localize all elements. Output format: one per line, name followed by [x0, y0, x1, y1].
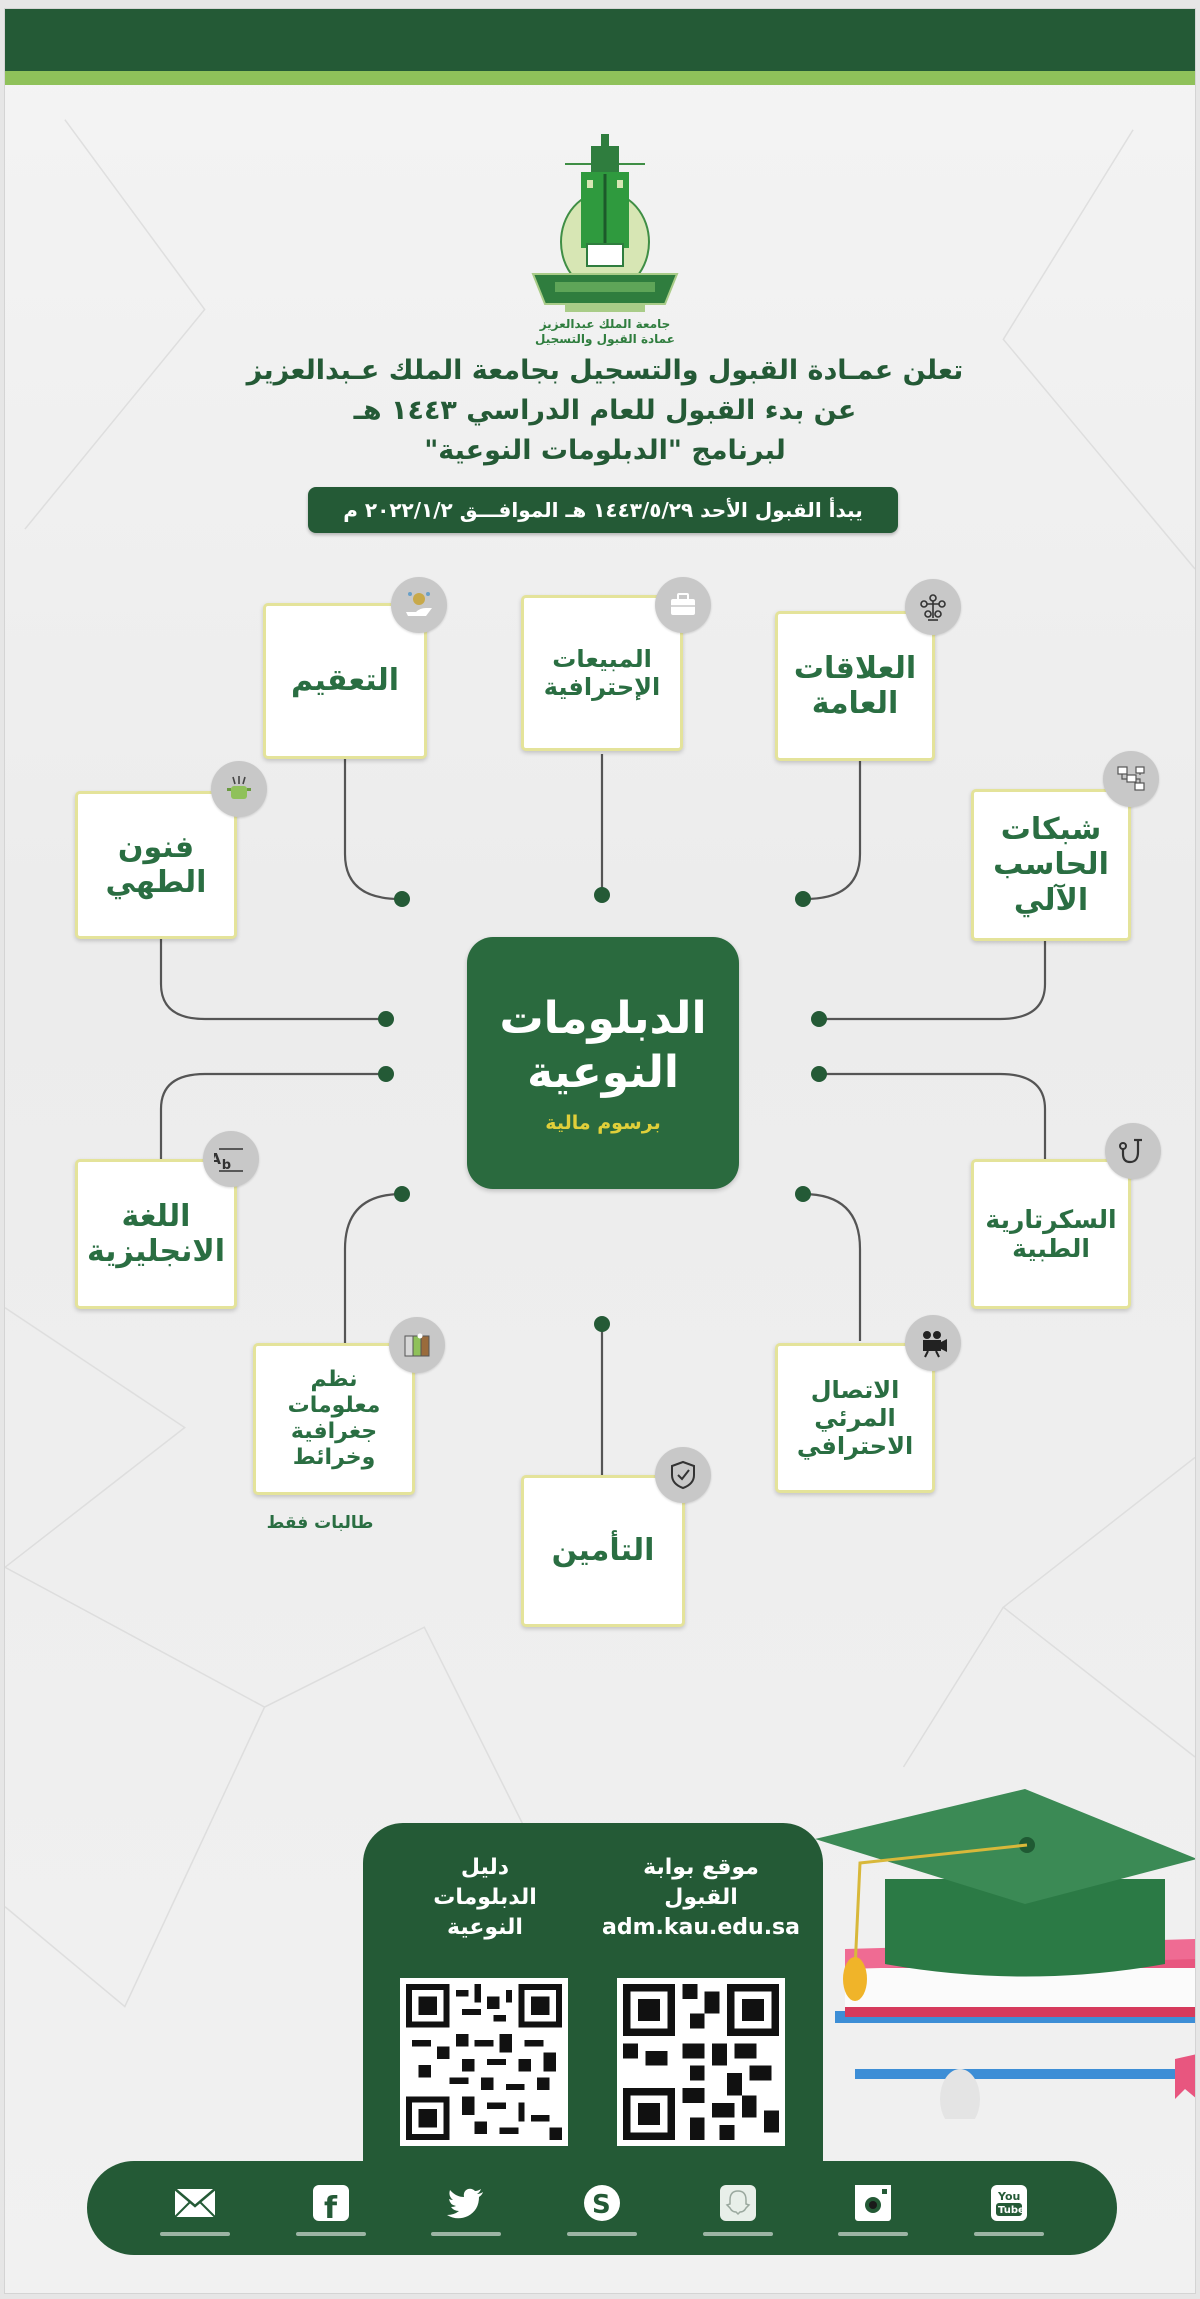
program-label: التأمين: [551, 1533, 655, 1569]
announcement-line1: تعلن عمـادة القبول والتسجيل بجامعة الملك…: [246, 355, 964, 386]
logo-caption-line2: عمادة القبول والتسجيل: [535, 332, 675, 346]
social-mail[interactable]: [140, 2180, 250, 2236]
sanitizing-hand-icon: [391, 577, 447, 633]
admission-portal-qr-block: موقع بوابة القبول adm.kau.edu.sa: [601, 1853, 801, 1943]
program-label: فنون الطهي: [105, 829, 207, 900]
program-label: السكرتارية الطبية: [985, 1204, 1117, 1264]
program-card-computer-networks[interactable]: شبكات الحاسب الآلي: [971, 789, 1131, 941]
social-twitter-caption: [431, 2232, 502, 2236]
facebook-icon: f: [312, 2185, 349, 2226]
girls-only-text: طالبات فقط: [266, 1513, 374, 1533]
admission-date-bar: يبدأ القبول الأحد ١٤٤٣/٥/٢٩ هـ الموافـــ…: [308, 487, 898, 533]
graduation-cap-books-illustration: [815, 1789, 1195, 2119]
cooking-pot-icon: [211, 761, 267, 817]
program-label: التعقيم: [290, 663, 400, 699]
girls-only-note: طالبات فقط: [245, 1513, 395, 1533]
social-instagram[interactable]: [818, 2180, 928, 2236]
svg-text:b: b: [222, 1158, 231, 1173]
announcement-line3: لبرنامج "الدبلومات النوعية": [424, 435, 786, 466]
svg-text:Tube: Tube: [998, 2205, 1025, 2216]
computer-network-icon: [1103, 751, 1159, 807]
social-skype[interactable]: S: [547, 2180, 657, 2236]
svg-text:f: f: [324, 2191, 338, 2226]
translate-ab-icon: Ab: [203, 1131, 259, 1187]
program-label: العلاقات العامة: [793, 650, 917, 721]
video-camera-icon: [905, 1315, 961, 1371]
social-facebook[interactable]: f: [276, 2180, 386, 2236]
diplomas-guide-qr-block: دليل الدبلومات النوعية: [385, 1853, 585, 1943]
social-mail-caption: [159, 2232, 230, 2236]
social-snapchat[interactable]: [683, 2180, 793, 2236]
social-youtube-caption: [974, 2232, 1045, 2236]
shield-check-icon: [655, 1447, 711, 1503]
program-label: شبكات الحاسب الآلي: [993, 811, 1109, 918]
program-label: الاتصال المرئي الاحترافي: [796, 1375, 914, 1461]
program-card-gis-maps[interactable]: نظم معلومات جغرافية وخرائط: [253, 1343, 415, 1495]
briefcase-icon: [655, 577, 711, 633]
diplomas-guide-qr-code[interactable]: [400, 1978, 568, 2146]
program-card-sterilization[interactable]: التعقيم: [263, 603, 427, 759]
announcement-line2: عن بدء القبول للعام الدراسي ١٤٤٣ هـ: [353, 395, 857, 426]
logo-caption: جامعة الملك عبدالعزيز عمادة القبول والتس…: [505, 317, 705, 347]
program-label: نظم معلومات جغرافية وخرائط: [287, 1367, 381, 1470]
program-card-english-language[interactable]: اللغة الانجليزية: [75, 1159, 237, 1309]
snapchat-icon: [719, 2185, 756, 2221]
mail-icon: [174, 2188, 216, 2218]
diplomas-guide-title: دليل الدبلومات النوعية: [433, 1855, 537, 1940]
program-card-public-relations[interactable]: العلاقات العامة: [775, 611, 935, 761]
admission-portal-title: موقع بوابة القبول: [643, 1855, 759, 1910]
qr-panel: موقع بوابة القبول adm.kau.edu.sa دلي: [363, 1823, 823, 2183]
poster: جامعة الملك عبدالعزيز عمادة القبول والتس…: [4, 8, 1196, 2294]
center-subtitle: برسوم مالية: [545, 1112, 661, 1134]
admission-portal-qr-code[interactable]: [617, 1978, 785, 2146]
social-skype-caption: [566, 2232, 637, 2236]
header-accent-stripe: [5, 71, 1195, 85]
program-label: المبيعات الإحترافية: [543, 644, 661, 701]
stethoscope-icon: [1105, 1123, 1161, 1179]
program-card-professional-visual-communication[interactable]: الاتصال المرئي الاحترافي: [775, 1343, 935, 1493]
social-twitter[interactable]: [411, 2180, 521, 2236]
instagram-icon: [855, 2185, 892, 2221]
header-bar: [5, 9, 1195, 71]
skype-icon: S: [583, 2185, 620, 2221]
admission-portal-url[interactable]: adm.kau.edu.sa: [602, 1915, 800, 1940]
people-network-icon: [905, 579, 961, 635]
logo-caption-line1: جامعة الملك عبدالعزيز: [539, 317, 671, 331]
social-instagram-caption: [838, 2232, 909, 2236]
program-card-insurance[interactable]: التأمين: [521, 1475, 685, 1627]
qr-code-icon: [623, 1984, 779, 2140]
social-facebook-caption: [295, 2232, 366, 2236]
qr-code-icon: [406, 1984, 562, 2140]
center-program-box: الدبلومات النوعية برسوم مالية: [467, 937, 739, 1189]
admission-date-text: يبدأ القبول الأحد ١٤٤٣/٥/٢٩ هـ الموافـــ…: [343, 498, 863, 522]
social-snapchat-caption: [702, 2232, 773, 2236]
program-card-medical-secretary[interactable]: السكرتارية الطبية: [971, 1159, 1131, 1309]
program-label: اللغة الانجليزية: [86, 1198, 226, 1269]
announcement-headline: تعلن عمـادة القبول والتسجيل بجامعة الملك…: [205, 351, 1005, 471]
svg-text:A: A: [214, 1150, 221, 1168]
svg-text:S: S: [592, 2190, 611, 2220]
center-title: الدبلومات النوعية: [499, 993, 707, 1098]
kau-university-logo: [531, 134, 679, 312]
twitter-icon: [447, 2188, 484, 2219]
svg-text:You: You: [997, 2190, 1020, 2203]
program-card-culinary-arts[interactable]: فنون الطهي: [75, 791, 237, 939]
map-icon: [389, 1317, 445, 1373]
program-card-professional-sales[interactable]: المبيعات الإحترافية: [521, 595, 683, 751]
